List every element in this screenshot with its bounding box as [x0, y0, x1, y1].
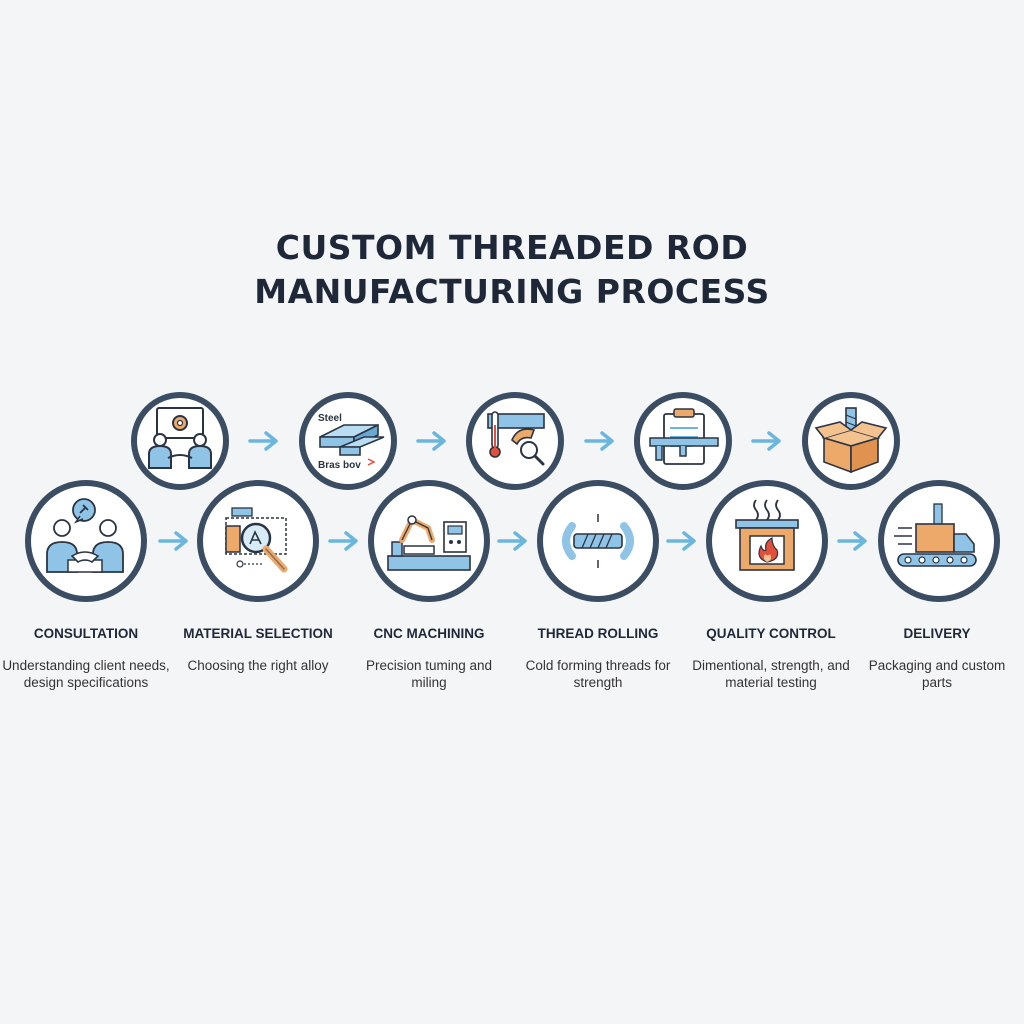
- cnc-robot-arm-icon: [387, 515, 471, 571]
- title-line-1: CUSTOM THREADED ROD: [275, 228, 749, 267]
- step-circle-material-selection: [197, 480, 319, 602]
- top-arrow-3: [584, 431, 614, 451]
- step-label-delivery: DELIVERY: [903, 626, 971, 641]
- bottom-arrow-5: [837, 531, 867, 551]
- meeting-gear-icon: [148, 407, 212, 469]
- step-top-caliper: [634, 392, 732, 490]
- bottom-arrow-4: [666, 531, 696, 551]
- step-top-metal-bars: Steel Bras bov: [299, 392, 397, 490]
- bottom-arrow-2: [328, 531, 358, 551]
- bottom-arrow-1: [158, 531, 188, 551]
- step-top-box: [802, 392, 900, 490]
- delivery-truck-icon: [894, 503, 977, 567]
- top-arrow-2: [416, 431, 446, 451]
- step-desc-cnc-machining: Precision tuming and miling: [365, 658, 493, 690]
- thread-rolling-icon: [562, 514, 634, 568]
- step-top-thermometer: [466, 392, 564, 490]
- top-arrow-4: [751, 431, 781, 451]
- caliper-clipboard-icon: [649, 408, 719, 465]
- step-circle-quality-control: [706, 480, 828, 602]
- metal-bar-text-1: Steel: [318, 413, 342, 424]
- step-label-material-selection: MATERIAL SELECTION: [183, 626, 333, 641]
- open-box-bolt-icon: [814, 407, 888, 474]
- furnace-icon: [735, 499, 799, 571]
- step-label-quality-control: QUALITY CONTROL: [706, 626, 836, 641]
- step-desc-material-selection: Choosing the right alloy: [187, 658, 329, 673]
- step-desc-thread-rolling: Cold forming threads for strength: [525, 658, 671, 690]
- step-label-thread-rolling: THREAD ROLLING: [537, 626, 659, 641]
- page-title: CUSTOM THREADED ROD MANUFACTURING PROCES…: [0, 226, 1024, 314]
- metal-bars-icon: Steel Bras bov: [318, 413, 385, 471]
- metal-bar-text-2: Bras bov: [318, 460, 361, 471]
- top-arrow-1: [248, 431, 278, 451]
- step-label-consultation: CONSULTATION: [33, 626, 139, 641]
- magnifier-blueprint-icon: [225, 507, 288, 573]
- step-circle-thread-rolling: [537, 480, 659, 602]
- step-top-meeting-gear: [131, 392, 229, 490]
- step-desc-delivery: Packaging and custom parts: [868, 658, 1006, 690]
- step-circle-delivery: [878, 480, 1000, 602]
- bottom-arrow-3: [497, 531, 527, 551]
- step-desc-consultation: Understanding client needs, design speci…: [2, 658, 170, 690]
- step-label-cnc-machining: CNC MACHINING: [373, 626, 485, 641]
- step-desc-quality-control: Dimentional, strength, and material test…: [692, 658, 850, 690]
- title-line-2: MANUFACTURING PROCESS: [254, 272, 770, 311]
- step-circle-cnc-machining: [368, 480, 490, 602]
- thermometer-magnifier-icon: [487, 411, 545, 466]
- step-circle-consultation: [25, 480, 147, 602]
- handshake-icon: [46, 498, 124, 573]
